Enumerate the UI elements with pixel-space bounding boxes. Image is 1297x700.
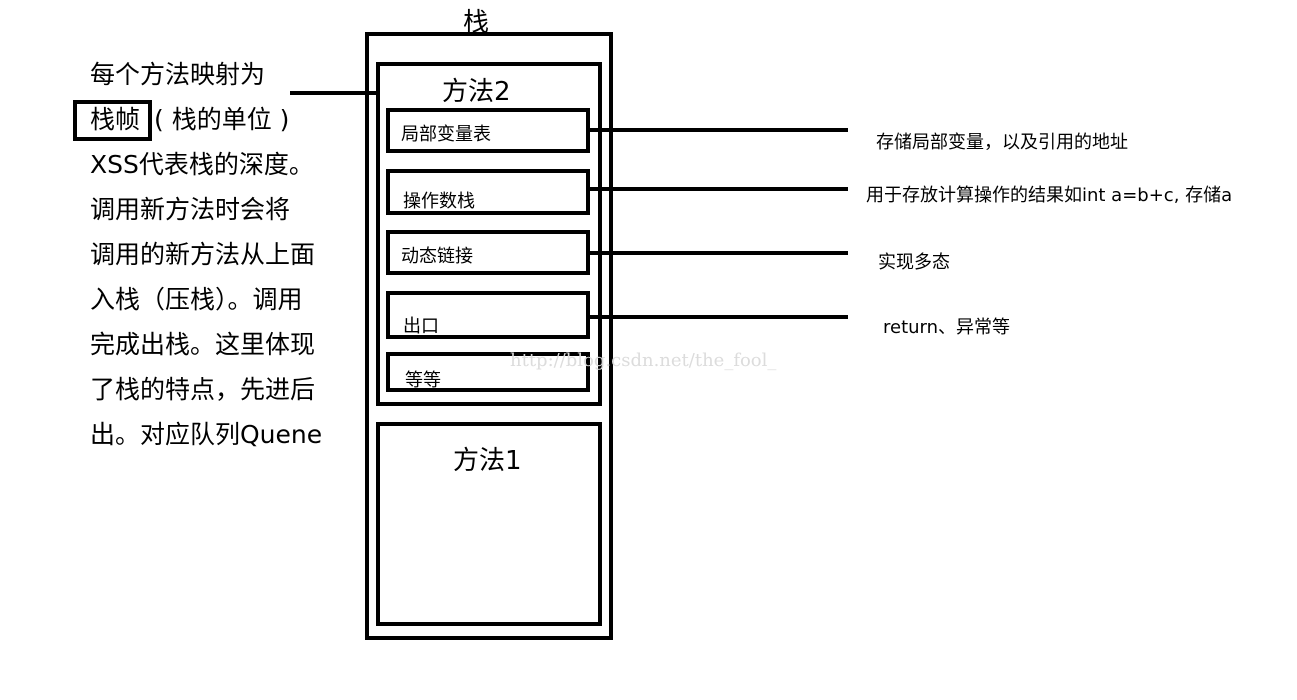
left-connector: [290, 91, 376, 95]
slot-dynamic-link: [386, 230, 590, 275]
slot-operand-stack-label: 操作数栈: [403, 191, 475, 212]
method2-title: 方法2: [442, 77, 511, 107]
left-text-line5: 调用的新方法从上面: [90, 240, 316, 269]
slot-exit: [386, 291, 590, 339]
left-text-line9: 出。对应队列Quene: [90, 420, 323, 449]
desc-dynamic-link: 实现多态: [878, 252, 950, 273]
connector-local-vars: [590, 128, 848, 132]
frame-word-box: [73, 100, 152, 141]
connector-dynamic-link: [590, 251, 848, 255]
slot-local-vars: [386, 108, 590, 153]
left-text-line2: ( 栈的单位 ): [154, 105, 290, 134]
watermark: http://blog.csdn.net/the_fool_: [510, 350, 777, 371]
slot-etc: [386, 352, 590, 392]
left-text-line4: 调用新方法时会将: [90, 195, 291, 224]
slot-exit-label: 出口: [403, 316, 439, 337]
frame-word: 栈帧: [90, 105, 141, 134]
left-text-line8: 了栈的特点，先进后: [90, 375, 316, 404]
method1-title: 方法1: [453, 446, 522, 476]
slot-local-vars-label: 局部变量表: [401, 124, 491, 145]
method1-frame: [376, 422, 602, 626]
slot-operand-stack: [386, 169, 590, 215]
left-text-line7: 完成出栈。这里体现: [90, 330, 316, 359]
left-text-line6: 入栈（压栈）。调用: [90, 285, 303, 314]
connector-exit: [590, 315, 848, 319]
slot-etc-label: 等等: [405, 370, 441, 391]
method2-frame: [376, 62, 602, 406]
slot-dynamic-link-label: 动态链接: [401, 246, 473, 267]
connector-operand-stack: [586, 187, 848, 191]
desc-exit: return、异常等: [883, 317, 1011, 338]
desc-local-vars: 存储局部变量，以及引用的地址: [876, 132, 1128, 153]
desc-operand-stack: 用于存放计算操作的结果如int a=b+c, 存储a: [866, 185, 1233, 206]
left-text-line3: XSS代表栈的深度。: [90, 150, 314, 179]
stack-box: [365, 32, 613, 640]
left-text-line1: 每个方法映射为: [90, 60, 266, 89]
